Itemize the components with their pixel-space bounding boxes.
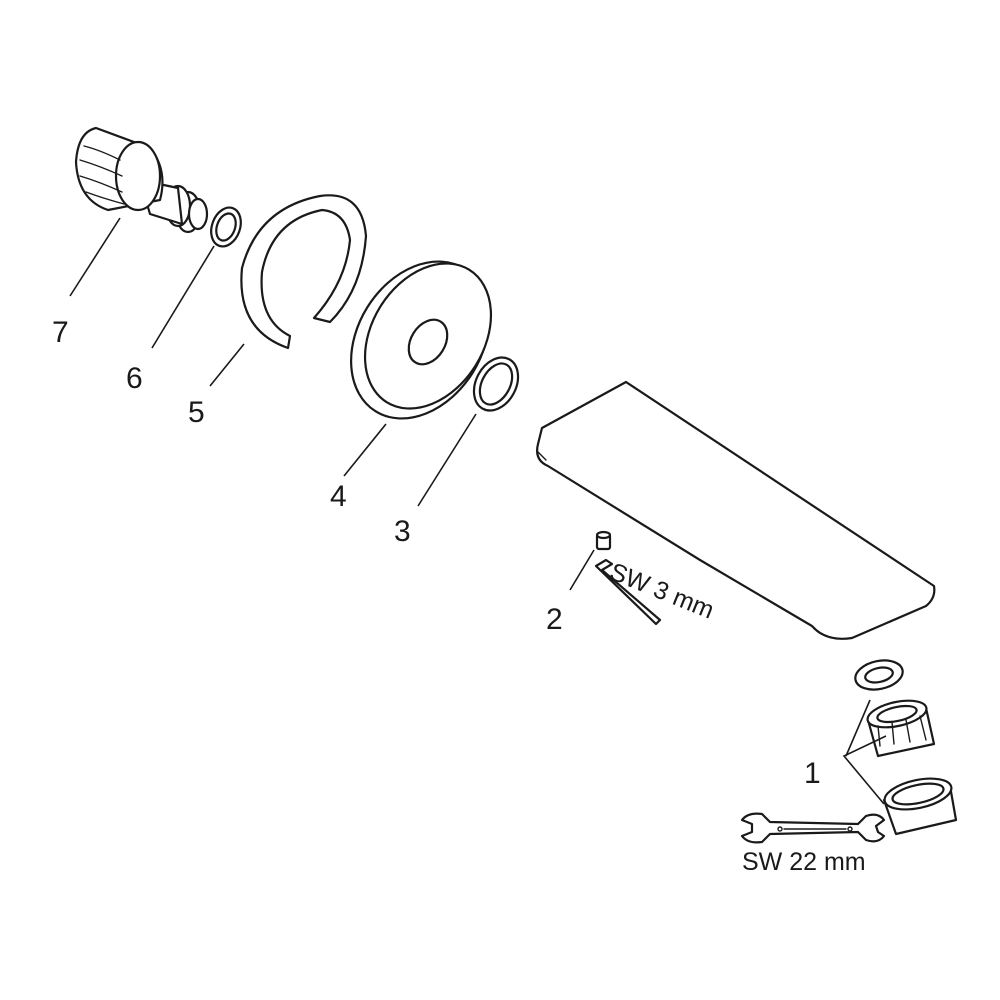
part-3-o-ring [472, 356, 520, 412]
wrench-icon [740, 812, 886, 844]
callout-5: 5 [188, 396, 205, 429]
wrench-size-label: SW 22 mm [742, 848, 866, 876]
part-6-o-ring [210, 206, 242, 248]
callout-4: 4 [330, 480, 347, 513]
part-2-grub-screw [595, 530, 612, 551]
part-4-rosette [350, 260, 493, 420]
part-1-aerator-insert [866, 699, 936, 758]
part-1-aerator-housing [882, 777, 958, 836]
callout-6: 6 [126, 362, 143, 395]
callout-7: 7 [52, 316, 69, 349]
part-7-cartridge [74, 126, 209, 234]
part-5-clip-ring [240, 194, 368, 350]
callout-3: 3 [394, 515, 411, 548]
leader-lines [69, 217, 887, 805]
spout [536, 380, 936, 640]
callout-2: 2 [546, 603, 563, 636]
part-1-aerator-washer [854, 659, 904, 691]
callout-1: 1 [804, 757, 821, 790]
hex-key-icon [594, 558, 662, 626]
